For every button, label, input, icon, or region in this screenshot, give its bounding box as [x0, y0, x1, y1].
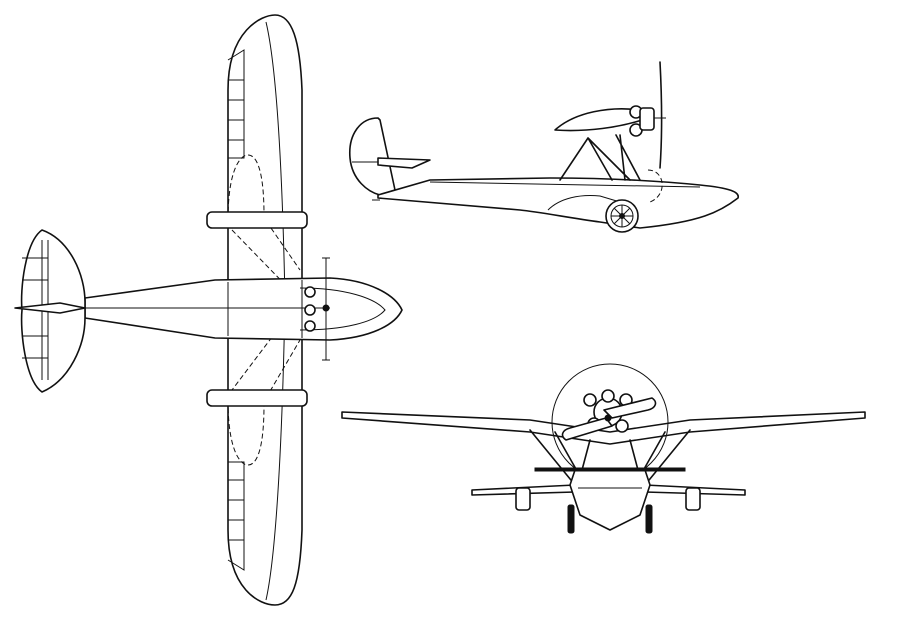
wing-outline — [227, 14, 303, 606]
propeller-side — [659, 61, 663, 169]
propeller-top — [322, 257, 330, 361]
lower-wing-dashed-top — [227, 154, 265, 221]
aileron-top — [227, 49, 245, 159]
sponson-left — [515, 487, 531, 511]
front-view — [341, 363, 866, 534]
chine-bar — [534, 467, 686, 472]
engine-top — [304, 286, 330, 332]
side-view — [349, 61, 739, 233]
lower-wing-dashed-bottom — [227, 399, 265, 466]
hull-nose-inner — [299, 287, 386, 331]
rudder-top — [14, 302, 86, 314]
aileron-bottom — [227, 461, 245, 571]
tail-fin — [349, 117, 396, 196]
hull-outline — [84, 277, 403, 341]
wheel-right-front — [645, 504, 653, 534]
top-view — [14, 14, 403, 606]
engine-side — [629, 105, 655, 137]
wheel-left-front — [567, 504, 575, 534]
wheel-side — [605, 199, 639, 233]
sponson-top — [206, 211, 308, 229]
cabane-struts — [559, 134, 641, 181]
prop-arc-side — [647, 169, 663, 203]
propeller-blades-front — [561, 397, 657, 441]
sponson-bottom — [206, 389, 308, 407]
tailplane-side — [377, 157, 431, 169]
struts-front — [529, 429, 691, 486]
sponson-right — [685, 487, 701, 511]
hull-front — [569, 469, 651, 531]
